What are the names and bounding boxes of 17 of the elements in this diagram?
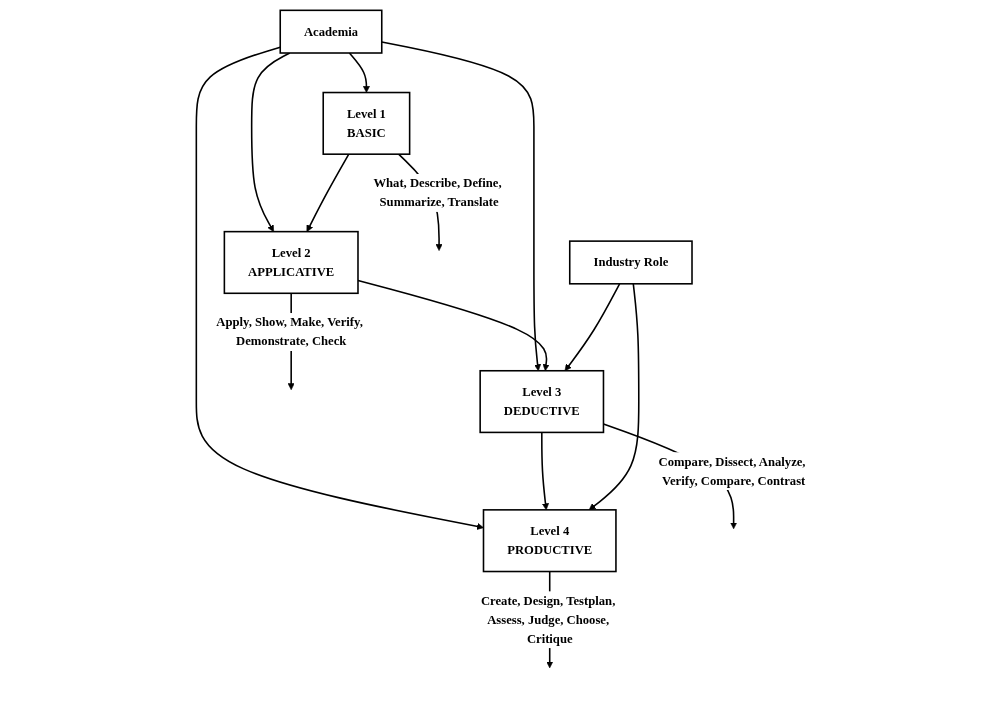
node-box: Level 3 DEDUCTIVE <box>478 369 604 434</box>
edge-label: Apply, Show, Make, Verify, Demonstrate, Check <box>215 315 363 348</box>
node-box: Level 4 PRODUCTIVE <box>482 509 617 573</box>
node-box: Industry Role <box>568 240 693 285</box>
arrow <box>195 46 484 530</box>
arrow <box>348 52 370 93</box>
edge-label: What, Describe, Define, Summarize, Translate <box>372 176 502 209</box>
arrow <box>540 431 549 511</box>
edge-label: Compare, Dissect, Analyze, Verify, Compare, Contrast <box>658 454 806 487</box>
arrow <box>564 283 620 372</box>
node-box: Academia <box>278 9 383 54</box>
node-box: Level 1 BASIC <box>321 91 410 155</box>
arrow <box>250 52 291 232</box>
node-box: Level 2 APPLICATIVE <box>223 230 359 295</box>
arrow <box>588 283 640 511</box>
arrow <box>306 153 350 232</box>
edge-label: Create, Design, Testplan, Assess, Judge, Choose, Critique <box>480 593 615 646</box>
